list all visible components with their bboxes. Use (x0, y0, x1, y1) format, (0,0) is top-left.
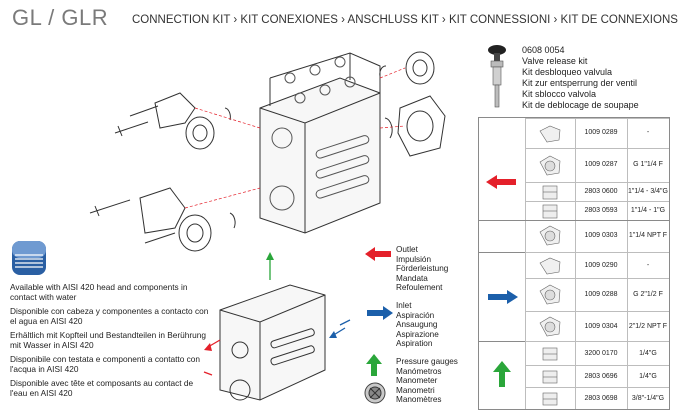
table-group-npt: 1009 0303 1"1/4 NPT F (479, 220, 669, 253)
part-code: 1009 0288 (584, 291, 618, 298)
part-code: 2803 0698 (584, 395, 618, 402)
table-row: 1009 0304 2"1/2 NPT F (525, 311, 669, 342)
part-code: 1009 0304 (584, 323, 618, 330)
inlet-label: Inlet (396, 301, 412, 310)
outlet-legend: Outlet Impulsión Förderleistung Mandata … (396, 245, 448, 293)
inlet-legend: Inlet Aspiración Ansaugung Aspirazione A… (396, 301, 439, 349)
part-spec: G 1"1/4 F (633, 161, 663, 168)
part-spec: 1/4"G (639, 373, 657, 380)
valve-kit-line: Valve release kit (522, 56, 588, 66)
flange-threaded-icon (539, 155, 561, 176)
table-row: 1009 0289 - (525, 118, 669, 149)
flange-threaded-icon (539, 225, 561, 246)
inlet-label-es: Aspiración (396, 310, 435, 320)
table-group-outlet: 1009 0289 - 1009 0287 G 1"1/4 F 2803 060… (479, 118, 669, 221)
parts-table: 1009 0289 - 1009 0287 G 1"1/4 F 2803 060… (478, 117, 670, 410)
inlet-flange (384, 95, 446, 157)
flange-threaded-icon (539, 284, 561, 305)
outlet-label-de: Förderleistung (396, 264, 449, 274)
valve-kit-line: Kit sblocco valvola (522, 89, 597, 99)
pressure-gauge-icon (364, 382, 386, 404)
aisi-de: Erhältlich mit Kopfteil und Bestandteile… (10, 330, 207, 350)
gauge-label-it: Manometri (396, 385, 435, 395)
aisi-it: Disponibile con testata e componenti a c… (10, 354, 201, 374)
aisi-fr: Disponible avec tête et composants au co… (10, 378, 194, 398)
aisi-es: Disponible con cabeza y componentes a co… (10, 306, 209, 326)
product-family-title: GL / GLR (12, 5, 109, 30)
outlet-flange (379, 51, 435, 85)
valve-kit-line: Kit zur entsperrung der ventil (522, 78, 638, 88)
table-group-inlet: 1009 0290 - 1009 0288 G 2"1/2 F 1009 030… (479, 252, 669, 342)
table-row: 1009 0303 1"1/4 NPT F (525, 220, 669, 252)
part-spec: 1"1/4 - 1"G (630, 207, 666, 214)
gauge-label-fr: Manomètres (396, 395, 442, 405)
part-spec: - (646, 129, 650, 136)
part-code: 2803 0593 (584, 207, 618, 214)
flange-upper-left (114, 92, 231, 150)
gauge-label-es: Manómetros (396, 366, 442, 376)
aisi-text-block: Available with AISI 420 head and compone… (10, 282, 210, 402)
outlet-legend-arrow-icon (365, 247, 391, 261)
valve-kit-line: Kit de deblocage de soupape (522, 100, 639, 110)
table-row: 1009 0288 G 2"1/2 F (525, 278, 669, 312)
table-group-gauges: 3200 0170 1/4"G 2803 0696 1/4"G 2803 069… (479, 341, 669, 409)
inlet-label-fr: Aspiration (396, 339, 433, 349)
outlet-label: Outlet (396, 245, 418, 254)
valve-release-kit-text: 0608 0054 Valve release kit Kit desbloqu… (522, 45, 639, 111)
part-spec: 3/8"-1/4"G (631, 395, 665, 402)
outlet-label-fr: Refoulement (396, 283, 443, 293)
table-row: 2803 0593 1"1/4 - 1"G (525, 201, 669, 221)
table-row: 2803 0696 1/4"G (525, 365, 669, 388)
outlet-label-es: Impulsión (396, 254, 432, 264)
valve-release-kit-icon (488, 45, 506, 108)
fitting-icon (542, 370, 558, 384)
outlet-label-it: Mandata (396, 273, 428, 283)
part-spec: 2"1/2 NPT F (628, 323, 668, 330)
gauge-label: Pressure gauges (396, 357, 458, 366)
exploded-pump-drawing (89, 51, 446, 252)
part-code: 1009 0290 (584, 262, 618, 269)
part-spec: 1"1/4 - 3/4"G (628, 188, 668, 195)
part-code: 1009 0287 (584, 161, 618, 168)
table-row: 3200 0170 1/4"G (525, 341, 669, 366)
part-spec: 1"1/4 NPT F (628, 232, 668, 239)
aisi-logo-icon (12, 241, 46, 275)
gauge-label-de: Manometer (396, 376, 438, 386)
part-code: 1009 0303 (584, 232, 618, 239)
flange-blank-icon (539, 257, 561, 275)
part-spec: G 2"1/2 F (633, 291, 663, 298)
inlet-arrow-icon (488, 290, 518, 304)
pump-body (259, 52, 381, 234)
fitting-icon (542, 392, 558, 406)
gauge-legend-arrow-icon (366, 354, 382, 376)
part-code: 3200 0170 (584, 350, 618, 357)
table-row: 2803 0698 3/8"-1/4"G (525, 387, 669, 410)
part-spec: 1/4"G (639, 350, 657, 357)
inlet-legend-arrow-icon (367, 306, 393, 320)
flange-threaded-icon (539, 316, 561, 337)
fitting-icon (542, 185, 558, 200)
fitting-icon (542, 347, 558, 361)
pump-flow-diagram (203, 252, 351, 401)
gauge-arrow-icon (493, 361, 511, 387)
flange-blank-icon (539, 125, 561, 143)
connection-kit-title: CONNECTION KIT › KIT CONEXIONES › ANSCHL… (132, 14, 678, 26)
gauge-legend: Pressure gauges Manómetros Manometer Man… (396, 357, 458, 405)
aisi-en: Available with AISI 420 head and compone… (10, 282, 188, 302)
valve-kit-line: Kit desbloqueo valvula (522, 67, 613, 77)
flange-lower-left (89, 187, 236, 252)
part-code: 1009 0289 (584, 129, 618, 136)
valve-kit-code: 0608 0054 (522, 45, 565, 55)
fitting-icon (542, 204, 558, 219)
inlet-label-it: Aspirazione (396, 329, 439, 339)
part-code: 2803 0600 (584, 188, 618, 195)
part-code: 2803 0696 (584, 373, 618, 380)
table-row: 2803 0600 1"1/4 - 3/4"G (525, 182, 669, 202)
table-row: 1009 0290 - (525, 252, 669, 279)
table-row: 1009 0287 G 1"1/4 F (525, 148, 669, 183)
part-spec: - (646, 262, 650, 269)
inlet-label-de: Ansaugung (396, 320, 438, 330)
outlet-arrow-icon (486, 175, 516, 189)
